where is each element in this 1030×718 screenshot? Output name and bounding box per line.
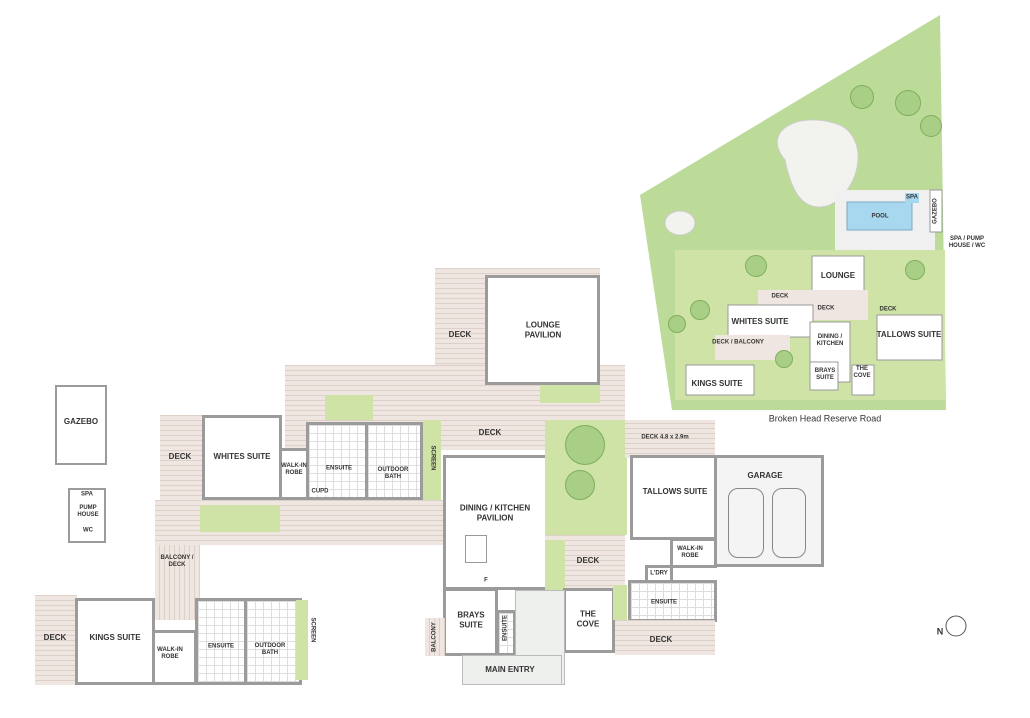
kings-planter [296, 600, 308, 680]
spa-label: SPA [81, 491, 93, 498]
laundry-label: L'DRY [650, 570, 668, 577]
tallows-robe-label: WALK-IN ROBE [677, 545, 703, 559]
site-tallows-suite-label: TALLOWS SUITE [876, 330, 942, 340]
site-deck-label-3: DECK [879, 306, 897, 313]
tallows-suite [630, 455, 717, 540]
site-the-cove-label: THE COVE [853, 365, 871, 379]
site-deck-balcony-label: DECK / BALCONY [712, 339, 764, 346]
whites-screen-label: SCREEN [429, 445, 436, 471]
road-label: Broken Head Reserve Road [768, 413, 882, 424]
tallows-walk-in-robe [670, 538, 717, 568]
brays-balcony [425, 618, 445, 656]
balcony-label: BALCONY [431, 622, 438, 652]
garden-bed [325, 395, 373, 420]
main-entry-label: MAIN ENTRY [485, 665, 535, 675]
site-brays-suite-label: BRAYS SUITE [814, 367, 836, 381]
whites-suite [202, 415, 282, 500]
deck-size-label: DECK 4.8 x 2.9m [641, 434, 689, 441]
garden-bed [545, 540, 565, 590]
site-deck-label-2: DECK [817, 305, 835, 312]
kings-outdoor-bath-label: OUTDOOR BATH [254, 642, 286, 656]
whites-robe-label: WALK-IN ROBE [281, 462, 307, 476]
east-deck [625, 420, 715, 458]
kings-screen-label: SCREEN [309, 617, 316, 643]
main-deck-label: DECK [478, 428, 502, 438]
car-icon [728, 488, 764, 558]
site-dining-kitchen-label: DINING / KITCHEN [816, 333, 844, 347]
whites-deck-label: DECK [168, 452, 192, 462]
garden-bed [200, 505, 280, 532]
tallows-ensuite-label: ENSUITE [650, 599, 678, 606]
kings-suite-label: KINGS SUITE [89, 633, 141, 643]
outbuilding [68, 488, 106, 543]
car-icon [772, 488, 806, 558]
whites-screen [423, 420, 441, 500]
kings-outdoor-bath [244, 598, 302, 685]
whites-walk-in-robe [279, 448, 309, 500]
south-deck-label: DECK [649, 635, 673, 645]
tree-icon [690, 300, 710, 320]
kings-deck-label: DECK [43, 633, 67, 643]
lounge-pavilion-label: LOUNGE PAVILION [524, 320, 562, 339]
tree-icon [850, 85, 874, 109]
whites-ensuite [306, 422, 368, 500]
tree-icon [895, 90, 921, 116]
tree-icon [920, 115, 942, 137]
garden-bed [540, 385, 600, 403]
north-label: N [936, 626, 944, 637]
kings-suite [75, 598, 155, 685]
brays-suite-label: BRAYS SUITE [457, 610, 485, 629]
tree-icon [668, 315, 686, 333]
kings-deck [35, 595, 77, 685]
gazebo-label: GAZEBO [63, 417, 99, 427]
kings-robe-label: WALK-IN ROBE [157, 646, 183, 660]
site-lounge-label: LOUNGE [820, 271, 856, 281]
tree-icon [565, 470, 595, 500]
south-deck [615, 620, 715, 655]
dining-kitchen-label: DINING / KITCHEN PAVILION [459, 503, 531, 522]
site-gazebo-label: GAZEBO [932, 198, 939, 224]
the-cove-label: THE COVE [576, 609, 600, 628]
north-arrow-icon [940, 610, 972, 642]
kings-ensuite-label: ENSUITE [207, 643, 235, 650]
site-deck-label: DECK [771, 293, 789, 300]
the-cove [563, 588, 615, 653]
brays-ensuite [496, 610, 516, 656]
brays-ensuite-label: ENSUITE [502, 614, 509, 642]
wc-label: WC [83, 527, 93, 534]
kings-ensuite [195, 598, 247, 685]
mid-deck [155, 500, 445, 545]
tallows-suite-label: TALLOWS SUITE [642, 487, 708, 497]
balcony-deck-label: BALCONY / DECK [160, 554, 194, 568]
site-spa-label: SPA [906, 194, 918, 201]
whites-suite-label: WHITES SUITE [213, 452, 271, 462]
tree-icon [905, 260, 925, 280]
whites-outdoor-bath [365, 422, 423, 500]
tree-icon [565, 425, 605, 465]
whites-outdoor-bath-label: OUTDOOR BATH [377, 466, 409, 480]
cove-deck-label: DECK [576, 556, 600, 566]
gazebo [55, 385, 107, 465]
whites-ensuite-label: ENSUITE [325, 465, 353, 472]
site-kings-suite-label: KINGS SUITE [691, 379, 743, 389]
lounge-pavilion [485, 275, 600, 385]
garden-bed [613, 585, 627, 620]
fridge-label: F [484, 577, 488, 584]
site-whites-suite-label: WHITES SUITE [731, 317, 789, 327]
balcony-deck [155, 545, 200, 620]
garage-label: GARAGE [747, 471, 783, 481]
site-spa-pump-wc-label: SPA / PUMP HOUSE / WC [948, 235, 986, 249]
site-pool-label: POOL [871, 213, 889, 220]
tallows-ensuite [628, 580, 717, 622]
tree-icon [775, 350, 793, 368]
tree-icon [745, 255, 767, 277]
whites-deck [160, 415, 205, 500]
dining-kitchen-pavilion [443, 455, 548, 590]
cupd-label: CUPD [310, 488, 330, 496]
kitchen-island [465, 535, 487, 563]
main-entry[interactable] [462, 655, 562, 685]
lounge-deck-label: DECK [448, 330, 472, 340]
pump-house-label: PUMP HOUSE [77, 504, 99, 518]
